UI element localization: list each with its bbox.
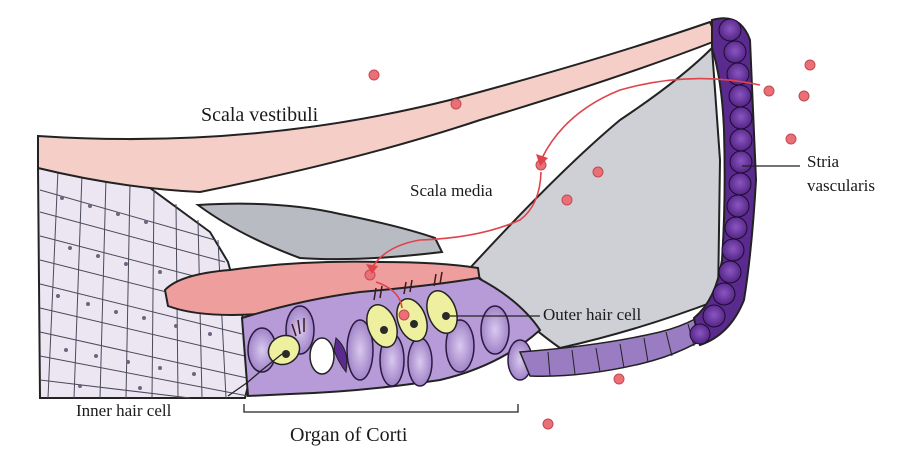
basilar-shelf: [198, 204, 442, 259]
label-outer-hair-cell: Outer hair cell: [543, 305, 641, 325]
label-inner-hair-cell: Inner hair cell: [76, 401, 171, 421]
label-scala-vestibuli: Scala vestibuli: [201, 104, 318, 127]
label-stria: Stria: [807, 152, 839, 172]
tunnel-of-corti: [310, 338, 334, 374]
label-organ-of-corti: Organ of Corti: [290, 424, 407, 447]
label-scala-media: Scala media: [410, 181, 493, 201]
label-vascularis: vascularis: [807, 176, 875, 196]
